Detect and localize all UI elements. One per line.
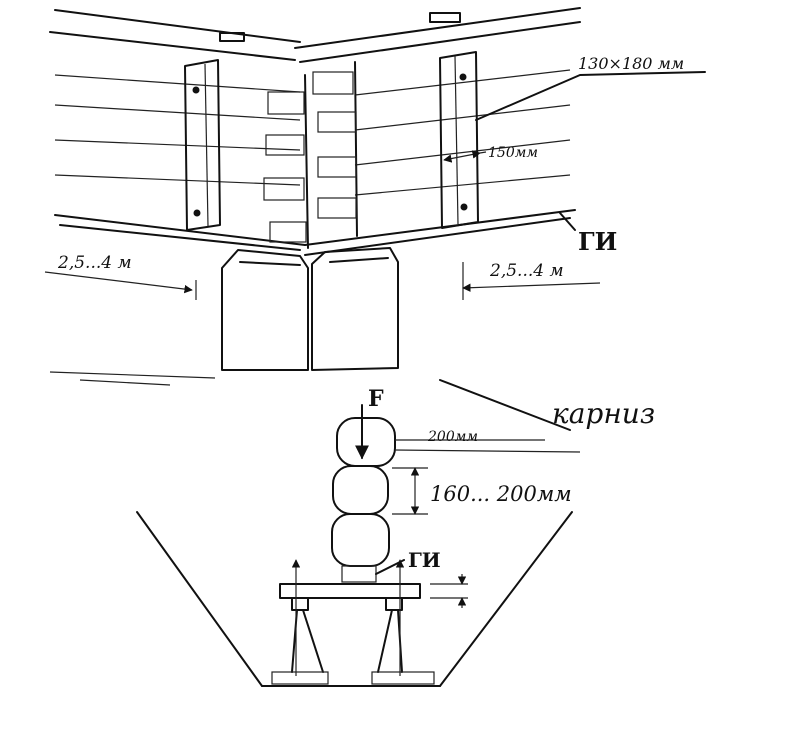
span-left-label: 2,5...4 м xyxy=(58,253,132,273)
log-wall-corner xyxy=(49,7,581,256)
log-range-label: 160... 200мм xyxy=(430,482,572,506)
width-dimension-label: 150мм xyxy=(488,145,538,161)
span-right-label: 2,5...4 м xyxy=(490,261,564,281)
force-label: F xyxy=(368,386,384,412)
gi-top-label: ГИ xyxy=(578,227,618,256)
gi-bottom-label: ГИ xyxy=(408,548,441,572)
test-rig xyxy=(136,404,581,687)
foundation-pillar xyxy=(221,247,399,371)
section-size-label: 130×180 мм xyxy=(578,54,685,73)
cornice-label: карниз xyxy=(552,397,656,430)
log-diameter-label: 200мм xyxy=(428,429,478,445)
